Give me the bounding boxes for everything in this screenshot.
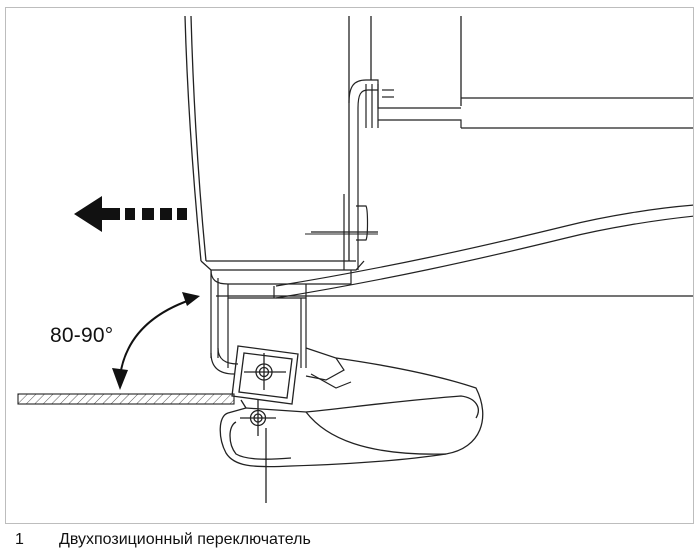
two-position-switch xyxy=(231,345,299,405)
mechanical-diagram xyxy=(17,15,693,503)
support-rail xyxy=(311,79,693,270)
angle-arrow-heads xyxy=(112,292,200,390)
angle-label: 80-90° xyxy=(50,324,114,347)
presser-foot-sole xyxy=(219,357,484,503)
caption-number: 1 xyxy=(15,531,24,548)
direction-arrow xyxy=(74,196,187,232)
angle-arrow xyxy=(119,299,191,377)
caption-text: Двухпозиционный переключатель xyxy=(59,531,311,548)
figure-caption: 1 Двухпозиционный переключатель xyxy=(15,531,311,549)
technical-drawing: 80-90° xyxy=(5,7,694,524)
lever-arm xyxy=(216,204,693,299)
machine-housing xyxy=(184,15,462,271)
hatched-plate xyxy=(17,393,235,405)
presser-foot-shank xyxy=(210,269,352,389)
